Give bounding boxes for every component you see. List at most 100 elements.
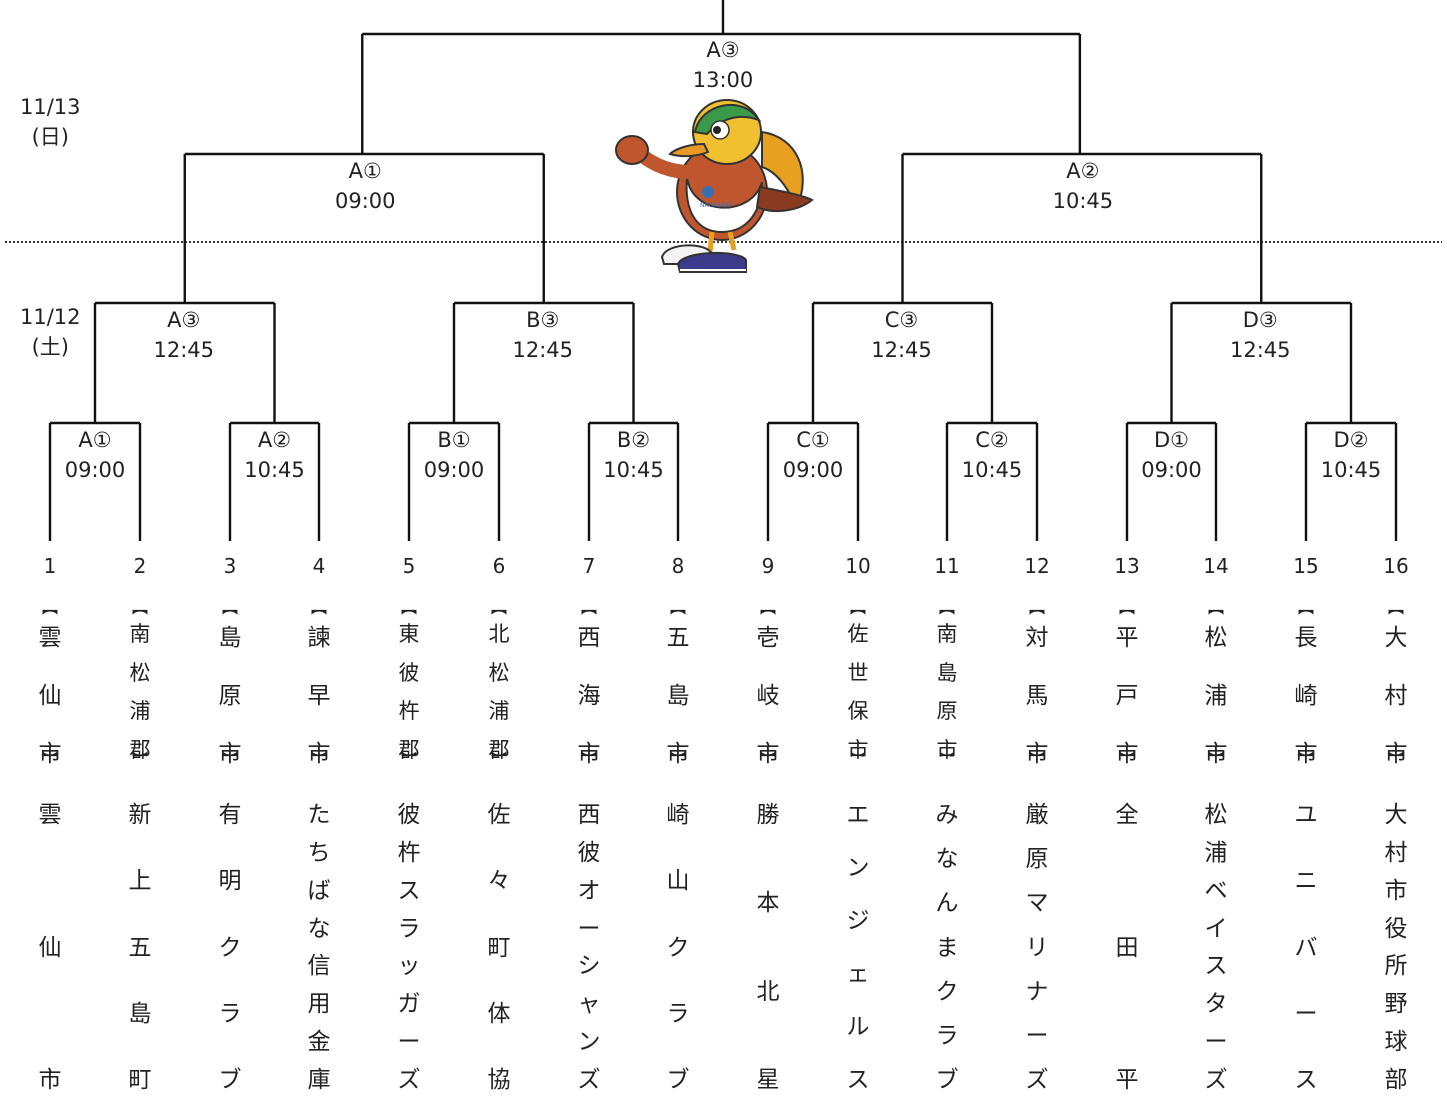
region-char: 南	[129, 622, 151, 646]
bracket-open-icon: ︻	[400, 598, 417, 617]
region-char: 郡	[129, 738, 151, 762]
name-char: 崎	[666, 802, 690, 828]
name-char: ニ	[1294, 868, 1318, 895]
day-weekday: (土)	[31, 335, 69, 359]
match-id: B③	[526, 308, 560, 332]
name-char: 金	[307, 1029, 331, 1056]
bracket-close-icon: ︼	[1207, 750, 1224, 769]
region-char: 浦	[1204, 683, 1228, 709]
name-char: 田	[1115, 934, 1139, 961]
bracket-open-icon: ︻	[221, 598, 238, 617]
region-char: 早	[307, 683, 331, 709]
team-region: ︻五島市︼	[658, 0, 698, 1102]
team-region: ︻島原市︼	[210, 0, 250, 1102]
match-time: 13:00	[692, 68, 754, 92]
team-name: ユニバース	[1286, 0, 1326, 1102]
match-time: 12:45	[1229, 338, 1291, 362]
match-id: B②	[616, 428, 651, 452]
name-char: 雲	[38, 802, 62, 828]
name-char: ス	[846, 1067, 870, 1093]
name-char: 彼	[577, 839, 601, 866]
name-char: 村	[1384, 839, 1408, 866]
name-char: マ	[1025, 890, 1049, 917]
name-char: 西	[577, 802, 601, 828]
name-char: ラ	[935, 1022, 959, 1049]
match-id: B①	[437, 428, 471, 452]
region-char: 馬	[1025, 683, 1049, 709]
name-char: 市	[1384, 877, 1408, 904]
region-char: 彼	[398, 660, 420, 685]
name-char: シ	[577, 953, 601, 980]
team-name: 有明クラブ	[210, 0, 250, 1102]
seed-number: 4	[312, 554, 326, 578]
name-char: 所	[1384, 953, 1408, 980]
region-char: 松	[488, 660, 510, 685]
region-char: 市	[936, 738, 958, 762]
region-char: 長	[1294, 625, 1318, 651]
name-char: 町	[487, 934, 511, 961]
day-label-11-13: 11/13 (日)	[20, 92, 81, 152]
name-char: ー	[577, 915, 601, 942]
region-char: 戸	[1115, 683, 1139, 709]
bracket-connectors	[48, 0, 1398, 541]
region-char: 市	[577, 741, 601, 767]
team-region: ︻南島原市︼	[927, 0, 967, 1102]
match-time: 10:45	[1052, 189, 1114, 213]
match-id: D③	[1242, 308, 1278, 332]
name-char: ナ	[1025, 978, 1049, 1005]
name-char: ラ	[666, 1000, 690, 1027]
name-char: 庫	[307, 1067, 331, 1093]
team-region: ︻大村市︼	[1376, 0, 1416, 1102]
bracket-open-icon: ︻	[490, 598, 507, 617]
name-char: ル	[846, 1014, 870, 1040]
bracket-open-icon: ︻	[669, 598, 686, 617]
match-id: A①	[78, 428, 112, 452]
seed-number: 11	[934, 554, 960, 578]
name-char: 協	[487, 1067, 511, 1093]
name-char: ク	[218, 934, 242, 961]
bracket-close-icon: ︼	[1028, 750, 1045, 769]
name-char: ち	[307, 839, 331, 866]
match-id: C③	[884, 308, 919, 332]
bracket-open-icon: ︻	[938, 598, 955, 617]
region-char: 市	[1384, 741, 1408, 767]
region-char: 市	[1294, 741, 1318, 767]
name-char: ラ	[397, 915, 421, 942]
name-char: 有	[218, 802, 242, 828]
match-label-semi: A② 10:45	[1033, 156, 1133, 216]
name-char: ス	[1204, 953, 1228, 980]
team-name: 厳原マリナーズ	[1017, 0, 1057, 1102]
region-char: 諫	[307, 625, 331, 651]
name-char: 原	[1025, 846, 1049, 873]
bracket-close-icon: ︼	[310, 750, 327, 769]
name-char: 北	[756, 978, 780, 1005]
match-time: 09:00	[334, 189, 396, 213]
region-char: 郡	[398, 738, 420, 762]
bracket-close-icon: ︼	[1297, 750, 1314, 769]
name-char: 星	[756, 1067, 780, 1093]
name-char: ブ	[935, 1067, 959, 1093]
team-region: ︻西海市︼	[569, 0, 609, 1102]
region-char: 市	[307, 741, 331, 767]
name-char: 厳	[1025, 802, 1049, 828]
team-name: 雲仙市	[30, 0, 70, 1102]
bracket-close-icon: ︼	[490, 750, 507, 769]
region-char: 市	[38, 741, 62, 767]
match-id: A②	[1066, 159, 1100, 183]
name-char: ク	[666, 934, 690, 961]
team-region: ︻北松浦郡︼	[479, 0, 519, 1102]
name-char: 球	[1384, 1029, 1408, 1056]
name-char: 新	[128, 802, 152, 828]
seed-number: 10	[845, 554, 871, 578]
match-time: 12:45	[871, 338, 932, 362]
region-char: 市	[756, 741, 780, 767]
bracket-open-icon: ︻	[1118, 598, 1135, 617]
region-char: 南	[936, 622, 958, 646]
region-char: 佐	[847, 622, 869, 646]
match-id: D①	[1154, 428, 1189, 452]
